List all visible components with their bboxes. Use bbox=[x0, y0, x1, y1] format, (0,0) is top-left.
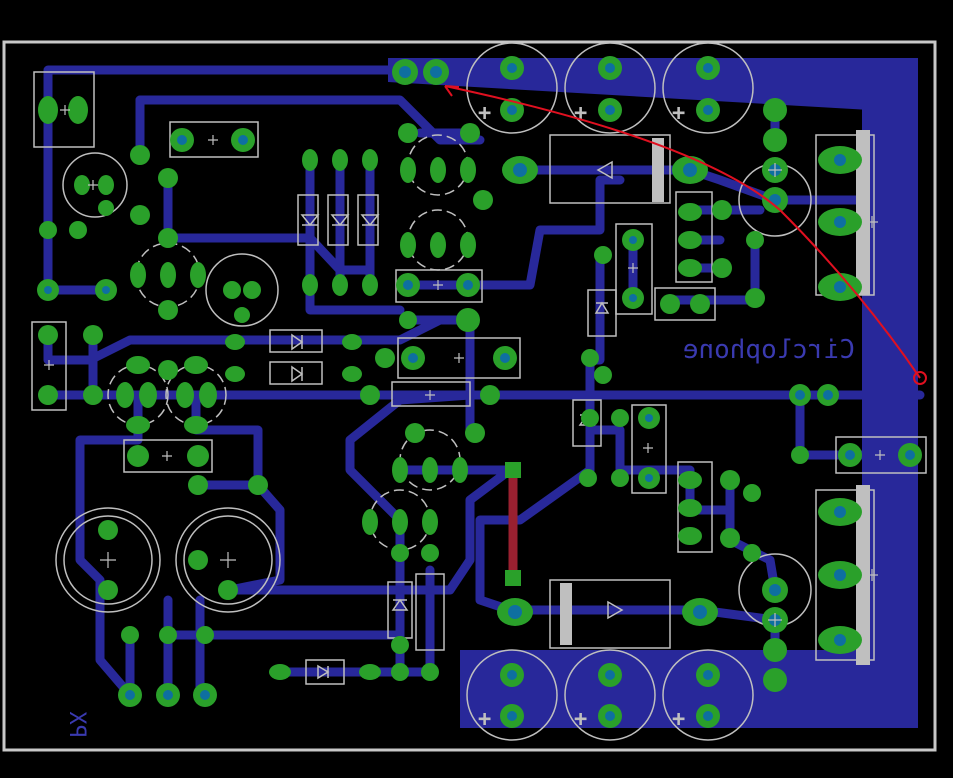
svg-text:+: + bbox=[574, 101, 587, 126]
svg-text:+: + bbox=[574, 707, 587, 732]
corner-text-group: PX bbox=[64, 711, 89, 738]
board-outline bbox=[2, 40, 937, 752]
corner-text: PX bbox=[64, 711, 89, 738]
airwire bbox=[444, 85, 927, 385]
svg-text:+: + bbox=[672, 101, 685, 126]
heatsink-bars bbox=[560, 130, 870, 665]
origin-marks bbox=[44, 105, 885, 627]
board-title: Circlophone bbox=[683, 335, 855, 365]
component-outlines bbox=[31, 71, 927, 685]
diode-symbols bbox=[291, 160, 624, 680]
svg-text:+: + bbox=[478, 101, 491, 126]
drill-holes bbox=[44, 63, 915, 721]
svg-text:+: + bbox=[478, 707, 491, 732]
board-title-group: Circlophone bbox=[683, 335, 855, 365]
svg-text:+: + bbox=[672, 707, 685, 732]
